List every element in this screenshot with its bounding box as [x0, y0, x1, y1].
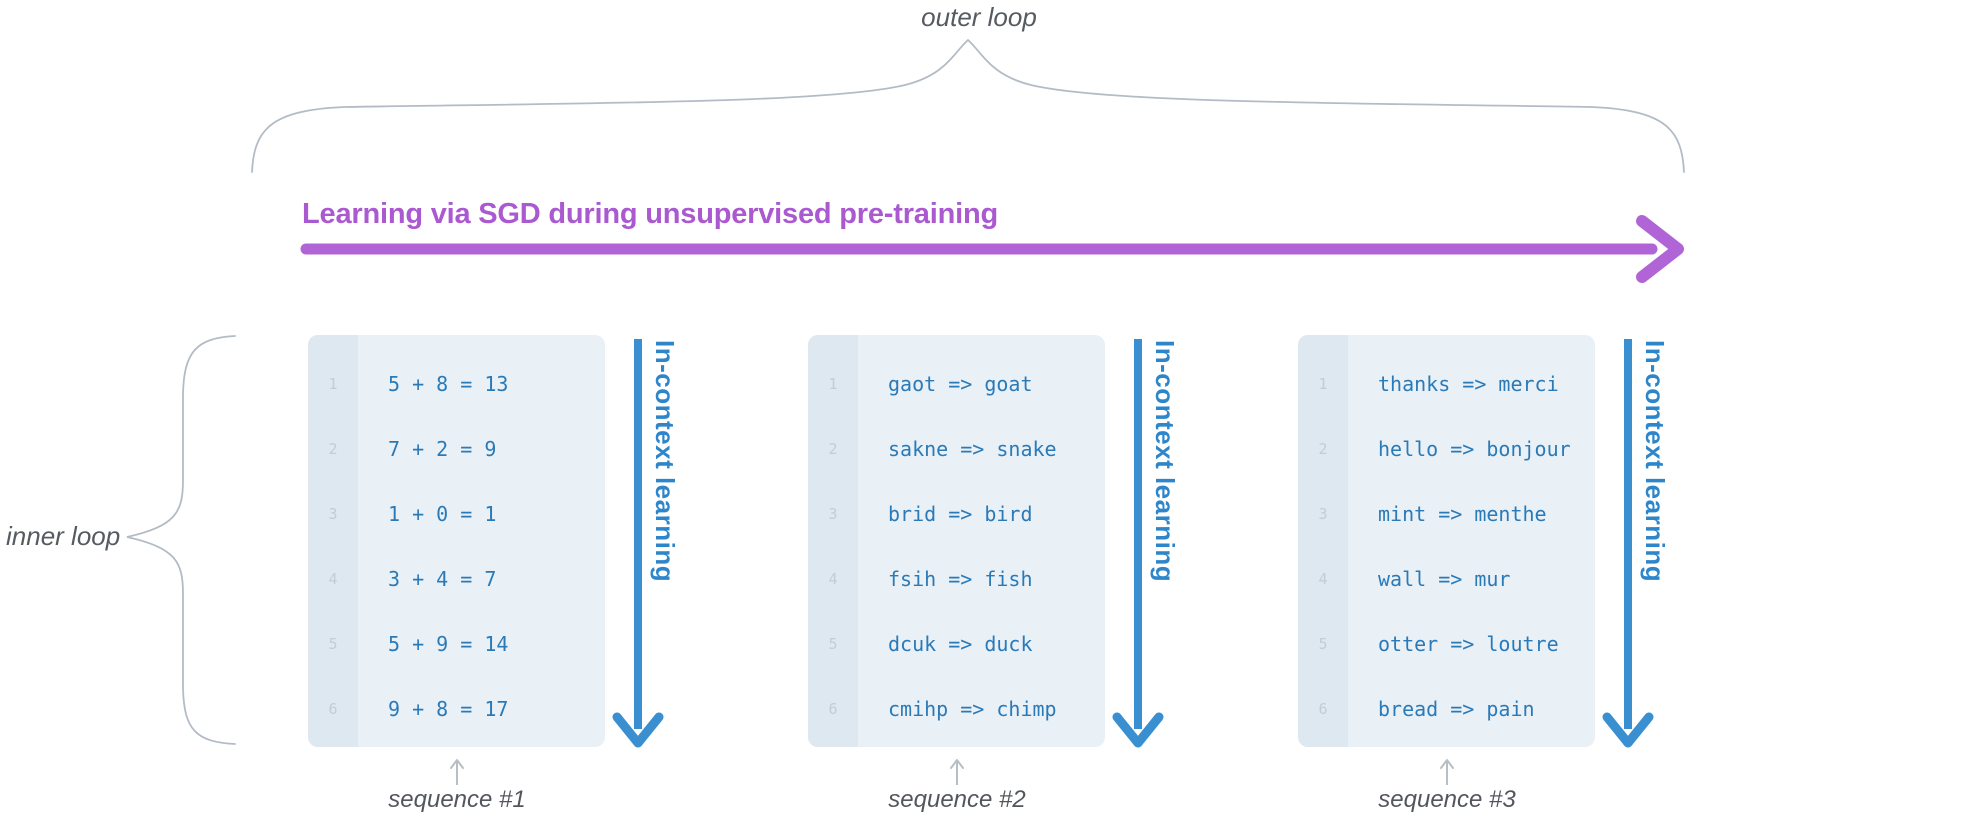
- code-text: hello => bonjour: [1378, 437, 1571, 461]
- line-number: 3: [1318, 505, 1328, 523]
- inner-brace-path: [126, 335, 236, 745]
- line-number: 3: [828, 505, 838, 523]
- code-line: 2 sakne => snake: [808, 417, 1105, 482]
- in-context-down-arrow-icon: [1602, 339, 1654, 748]
- in-context-down-arrow-icon: [612, 339, 664, 748]
- code-line: 3 mint => menthe: [1298, 482, 1595, 547]
- inner-loop-brace-icon: [126, 335, 236, 745]
- line-number: 2: [828, 440, 838, 458]
- code-line: 1 5 + 8 = 13: [308, 352, 605, 417]
- code-text: cmihp => chimp: [888, 697, 1057, 721]
- sequence-label-2: sequence #2: [888, 786, 1026, 813]
- code-text: otter => loutre: [1378, 632, 1559, 656]
- line-number-gutter: [308, 335, 358, 747]
- sgd-arrow-head: [1636, 215, 1684, 283]
- code-text: 3 + 4 = 7: [388, 567, 497, 591]
- line-number: 5: [1318, 635, 1328, 653]
- code-text: 9 + 8 = 17: [388, 697, 509, 721]
- outer-loop-brace-icon: [251, 38, 1685, 173]
- code-text: thanks => merci: [1378, 372, 1559, 396]
- sgd-pretraining-heading: Learning via SGD during unsupervised pre…: [302, 198, 998, 230]
- code-line: 1 gaot => goat: [808, 352, 1105, 417]
- sequence-panel-2: 1 gaot => goat 2 sakne => snake 3 brid =…: [808, 335, 1105, 747]
- code-text: gaot => goat: [888, 372, 1033, 396]
- code-text: fsih => fish: [888, 567, 1033, 591]
- line-number: 3: [328, 505, 338, 523]
- code-text: mint => menthe: [1378, 502, 1547, 526]
- sequence-up-arrow-icon: [450, 759, 464, 785]
- code-text: bread => pain: [1378, 697, 1535, 721]
- code-rows: 1 gaot => goat 2 sakne => snake 3 brid =…: [808, 352, 1105, 742]
- line-number: 4: [828, 570, 838, 588]
- outer-loop-label: outer loop: [921, 2, 1037, 32]
- line-number: 5: [328, 635, 338, 653]
- code-line: 4 3 + 4 = 7: [308, 547, 605, 612]
- line-number: 1: [828, 375, 838, 393]
- code-line: 3 1 + 0 = 1: [308, 482, 605, 547]
- sequence-label-3: sequence #3: [1378, 786, 1516, 813]
- code-line: 1 thanks => merci: [1298, 352, 1595, 417]
- in-context-learning-label: In-context learning: [1640, 340, 1670, 583]
- code-line: 6 9 + 8 = 17: [308, 677, 605, 742]
- code-line: 5 dcuk => duck: [808, 612, 1105, 677]
- sequence-label-1: sequence #1: [388, 786, 526, 813]
- code-line: 5 5 + 9 = 14: [308, 612, 605, 677]
- sequence-panel-3: 1 thanks => merci 2 hello => bonjour 3 m…: [1298, 335, 1595, 747]
- code-line: 2 7 + 2 = 9: [308, 417, 605, 482]
- icl-arrow-head: [1602, 712, 1654, 748]
- seq-arrow-head: [950, 759, 964, 769]
- line-number: 6: [828, 700, 838, 718]
- code-text: 7 + 2 = 9: [388, 437, 497, 461]
- sequence-panel-1: 1 5 + 8 = 13 2 7 + 2 = 9 3 1 + 0 = 1 4 3…: [308, 335, 605, 747]
- code-line: 3 brid => bird: [808, 482, 1105, 547]
- line-number: 1: [328, 375, 338, 393]
- code-text: 1 + 0 = 1: [388, 502, 497, 526]
- code-text: wall => mur: [1378, 567, 1511, 591]
- icl-arrow-head: [612, 712, 664, 748]
- code-line: 2 hello => bonjour: [1298, 417, 1595, 482]
- line-number: 4: [328, 570, 338, 588]
- code-line: 4 wall => mur: [1298, 547, 1595, 612]
- in-context-learning-label: In-context learning: [650, 340, 680, 583]
- code-text: 5 + 9 = 14: [388, 632, 509, 656]
- line-number: 2: [328, 440, 338, 458]
- sgd-right-arrow-icon: [300, 215, 1684, 283]
- seq-arrow-head: [1440, 759, 1454, 769]
- line-number-gutter: [1298, 335, 1348, 747]
- outer-brace-path: [251, 38, 1685, 173]
- sequence-up-arrow-icon: [1440, 759, 1454, 785]
- code-text: sakne => snake: [888, 437, 1057, 461]
- in-context-down-arrow-icon: [1112, 339, 1164, 748]
- line-number-gutter: [808, 335, 858, 747]
- code-line: 6 cmihp => chimp: [808, 677, 1105, 742]
- seq-arrow-head: [450, 759, 464, 769]
- line-number: 5: [828, 635, 838, 653]
- in-context-learning-label: In-context learning: [1150, 340, 1180, 583]
- line-number: 6: [1318, 700, 1328, 718]
- inner-loop-label: inner loop: [6, 521, 121, 551]
- line-number: 4: [1318, 570, 1328, 588]
- line-number: 1: [1318, 375, 1328, 393]
- line-number: 6: [328, 700, 338, 718]
- code-text: dcuk => duck: [888, 632, 1033, 656]
- code-line: 5 otter => loutre: [1298, 612, 1595, 677]
- code-line: 4 fsih => fish: [808, 547, 1105, 612]
- code-text: 5 + 8 = 13: [388, 372, 509, 396]
- code-rows: 1 5 + 8 = 13 2 7 + 2 = 9 3 1 + 0 = 1 4 3…: [308, 352, 605, 742]
- sequence-up-arrow-icon: [950, 759, 964, 785]
- icl-arrow-head: [1112, 712, 1164, 748]
- code-rows: 1 thanks => merci 2 hello => bonjour 3 m…: [1298, 352, 1595, 742]
- code-line: 6 bread => pain: [1298, 677, 1595, 742]
- code-text: brid => bird: [888, 502, 1033, 526]
- line-number: 2: [1318, 440, 1328, 458]
